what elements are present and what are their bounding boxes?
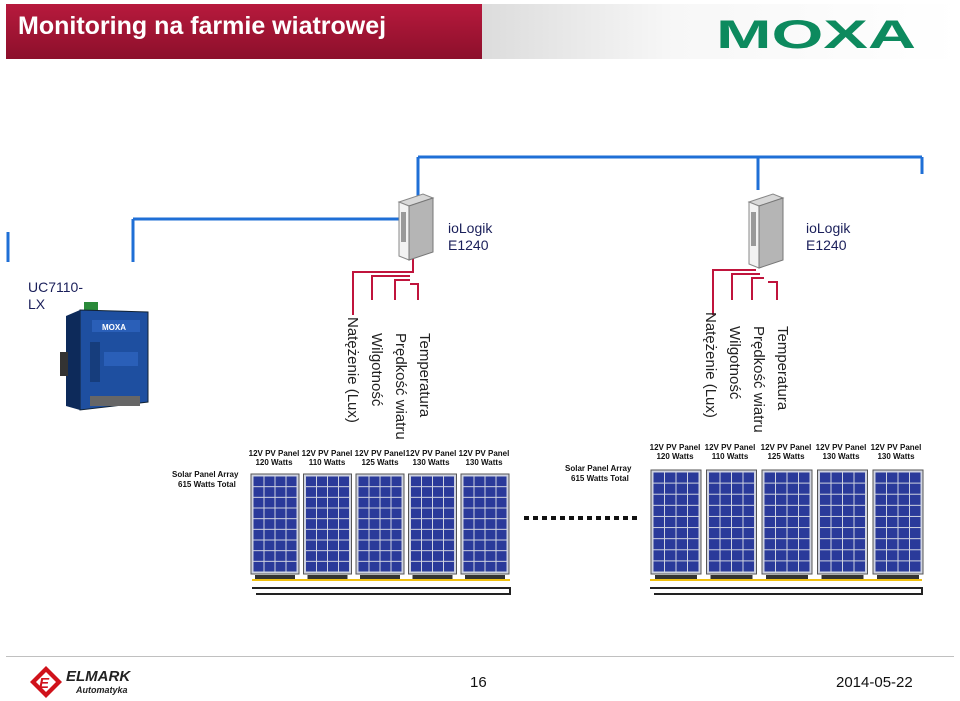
solar-panel xyxy=(706,469,757,579)
panel-line2: 130 Watts xyxy=(877,452,915,461)
panel-line1: 12V PV Panel xyxy=(248,449,300,458)
panel-line2: 130 Watts xyxy=(822,452,860,461)
panel-line1: 12V PV Panel xyxy=(704,443,756,452)
controller-device: MOXA xyxy=(60,302,149,411)
panel-line2: 130 Watts xyxy=(412,458,450,467)
iologik-label-1-line1: ioLogik xyxy=(448,220,493,236)
iologik-label-2-line1: ioLogik xyxy=(806,220,851,236)
elmark-logo-letter: E xyxy=(39,675,50,692)
panel-line1: 12V PV Panel xyxy=(301,449,353,458)
solar-array-title-2: Solar Panel Array 615 Watts Total xyxy=(565,464,631,484)
title-bar-fade xyxy=(482,4,960,59)
panel-line1: 12V PV Panel xyxy=(870,443,922,452)
panel-line2: 125 Watts xyxy=(361,458,399,467)
iologik-device-2 xyxy=(747,193,785,269)
controller-brand-text: MOXA xyxy=(102,323,126,332)
iologik-label-2-line2: E1240 xyxy=(806,237,847,253)
array1-wire-black xyxy=(252,587,511,595)
solar-panel xyxy=(303,473,352,579)
solar-panel xyxy=(650,469,702,579)
panel-line2: 110 Watts xyxy=(308,458,346,467)
sensor-wires-1 xyxy=(352,258,419,315)
panel-line2: 125 Watts xyxy=(767,452,805,461)
elmark-logo-sub: Automatyka xyxy=(75,685,128,695)
panel-line1: 12V PV Panel xyxy=(815,443,867,452)
iologik-label-1: ioLogik E1240 xyxy=(448,220,492,254)
moxa-logo: MOXA xyxy=(716,14,916,54)
solar-panel xyxy=(355,473,405,579)
footer-divider xyxy=(6,656,954,657)
panel-line2: 110 Watts xyxy=(711,452,749,461)
slide-date: 2014-05-22 xyxy=(836,674,913,691)
solar-array-title-1: Solar Panel Array 615 Watts Total xyxy=(172,470,238,490)
solar-array-1-title-line1: Solar Panel Array xyxy=(172,470,239,479)
sensor-wires-2 xyxy=(712,269,778,315)
panel-line2: 120 Watts xyxy=(656,452,694,461)
panel-line2: 130 Watts xyxy=(465,458,503,467)
iologik-device-1 xyxy=(397,193,435,261)
solar-array-2-title-line1: Solar Panel Array xyxy=(565,464,632,473)
solar-array-2-title-line2: 615 Watts Total xyxy=(571,474,629,483)
controller-label: UC7110-LX xyxy=(28,279,83,312)
moxa-logo-text: MOXA xyxy=(716,14,916,54)
panel-line1: 12V PV Panel xyxy=(458,449,510,458)
solar-panel xyxy=(761,469,813,579)
page-title: Monitoring na farmie wiatrowej xyxy=(18,12,387,40)
panel-line1: 12V PV Panel xyxy=(760,443,812,452)
solar-panel xyxy=(250,473,300,579)
title-bar xyxy=(6,4,482,59)
solar-panel xyxy=(817,469,868,579)
panel-line1: 12V PV Panel xyxy=(354,449,406,458)
panel-line1: 12V PV Panel xyxy=(649,443,701,452)
solar-panel xyxy=(872,469,924,579)
page-number: 16 xyxy=(470,674,487,691)
solar-panel xyxy=(408,473,457,579)
panel-line1: 12V PV Panel xyxy=(405,449,457,458)
elmark-logo: E ELMARK Automatyka xyxy=(30,666,131,698)
solar-panel xyxy=(460,473,510,579)
iologik-label-1-line2: E1240 xyxy=(448,237,489,253)
elmark-logo-name: ELMARK xyxy=(66,668,131,685)
array2-wire-black xyxy=(650,587,923,595)
solar-array-1-title-line2: 615 Watts Total xyxy=(178,480,236,489)
iologik-label-2: ioLogik E1240 xyxy=(806,220,850,254)
panel-line2: 120 Watts xyxy=(255,458,293,467)
